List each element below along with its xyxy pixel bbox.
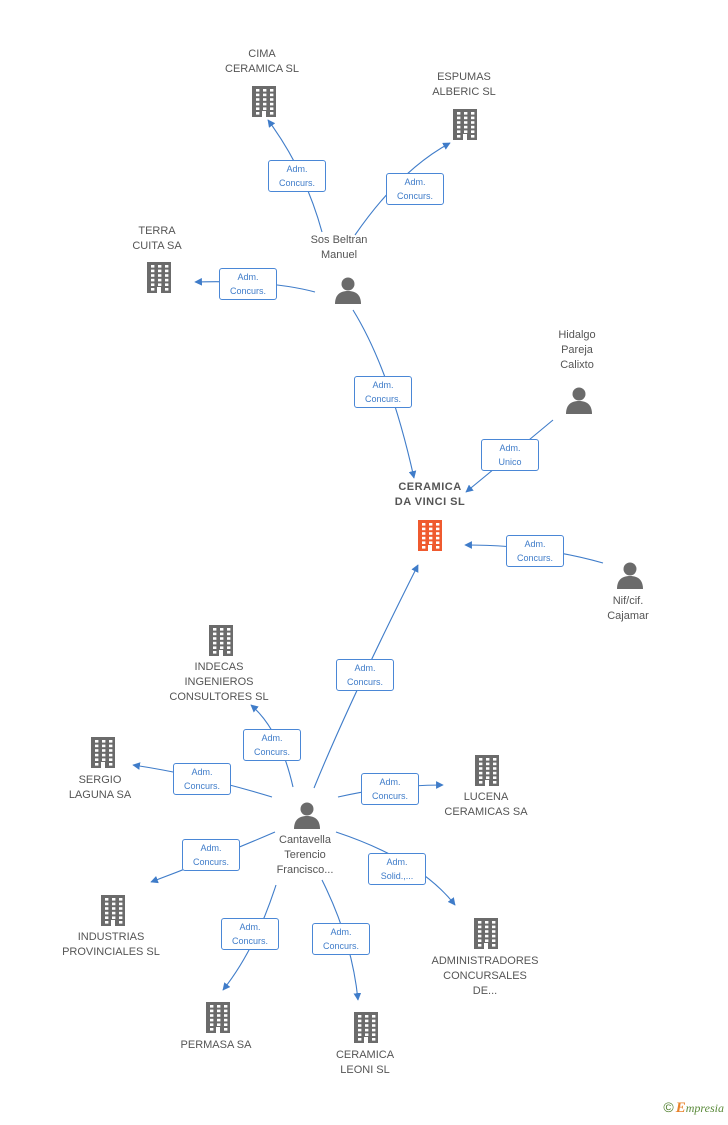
node-label-terra[interactable]: TERRA CUITA SA bbox=[132, 225, 182, 252]
edge-label[interactable]: Adm. Concurs. bbox=[361, 773, 419, 805]
building-icon[interactable] bbox=[144, 260, 174, 299]
node-label-lucena[interactable]: LUCENA CERAMICAS SA bbox=[444, 791, 528, 818]
node-label-indecas[interactable]: INDECAS INGENIEROS CONSULTORES SL bbox=[169, 661, 269, 703]
brand-rest: mpresia bbox=[685, 1101, 724, 1115]
empresia-logo: ©Empresia bbox=[663, 1099, 724, 1117]
main-company-building-icon[interactable] bbox=[415, 518, 445, 557]
edge-label[interactable]: Adm. Concurs. bbox=[182, 839, 240, 871]
person-icon[interactable] bbox=[564, 386, 594, 419]
building-icon[interactable] bbox=[471, 916, 501, 955]
edge-label[interactable]: Adm. Concurs. bbox=[312, 923, 370, 955]
building-icon[interactable] bbox=[351, 1010, 381, 1049]
node-label-administradores[interactable]: ADMINISTRADORES CONCURSALES DE... bbox=[431, 955, 539, 997]
node-label-permasa[interactable]: PERMASA SA bbox=[180, 1039, 252, 1051]
node-label-industrias[interactable]: INDUSTRIAS PROVINCIALES SL bbox=[62, 931, 160, 958]
edge-label[interactable]: Adm. Concurs. bbox=[506, 535, 564, 567]
copyright-symbol: © bbox=[663, 1099, 674, 1115]
building-icon[interactable] bbox=[206, 623, 236, 662]
edge-label[interactable]: Adm. Concurs. bbox=[243, 729, 301, 761]
building-icon[interactable] bbox=[472, 753, 502, 792]
edge-label[interactable]: Adm. Concurs. bbox=[386, 173, 444, 205]
edge-label[interactable]: Adm. Concurs. bbox=[336, 659, 394, 691]
node-label-sos[interactable]: Sos Beltran Manuel bbox=[310, 234, 368, 261]
edge-label[interactable]: Adm. Concurs. bbox=[354, 376, 412, 408]
person-icon[interactable] bbox=[292, 801, 322, 834]
building-icon[interactable] bbox=[450, 107, 480, 146]
building-icon[interactable] bbox=[88, 735, 118, 774]
node-label-sergio[interactable]: SERGIO LAGUNA SA bbox=[68, 774, 132, 801]
edge-label[interactable]: Adm. Concurs. bbox=[268, 160, 326, 192]
node-label-cima[interactable]: CIMA CERAMICA SL bbox=[225, 48, 299, 75]
edge-label[interactable]: Adm. Solid.,... bbox=[368, 853, 426, 885]
node-label-hidalgo[interactable]: Hidalgo Pareja Calixto bbox=[558, 329, 596, 371]
building-icon[interactable] bbox=[98, 893, 128, 932]
edge-label[interactable]: Adm. Unico bbox=[481, 439, 539, 471]
building-icon[interactable] bbox=[203, 1000, 233, 1039]
person-icon[interactable] bbox=[333, 276, 363, 309]
edge-label[interactable]: Adm. Concurs. bbox=[221, 918, 279, 950]
building-icon[interactable] bbox=[249, 84, 279, 123]
brand-initial: E bbox=[675, 1100, 686, 1116]
node-label-cantavella[interactable]: Cantavella Terencio Francisco... bbox=[276, 834, 334, 876]
edge-label[interactable]: Adm. Concurs. bbox=[173, 763, 231, 795]
node-label-espumas[interactable]: ESPUMAS ALBERIC SL bbox=[432, 71, 496, 98]
node-label-nif[interactable]: Nif/cif. Cajamar bbox=[607, 595, 649, 622]
person-icon[interactable] bbox=[615, 561, 645, 594]
node-label-leoni[interactable]: CERAMICA LEONI SL bbox=[335, 1049, 395, 1076]
node-label-ceramica-da-vinci[interactable]: CERAMICA DA VINCI SL bbox=[394, 481, 466, 508]
edge-label[interactable]: Adm. Concurs. bbox=[219, 268, 277, 300]
